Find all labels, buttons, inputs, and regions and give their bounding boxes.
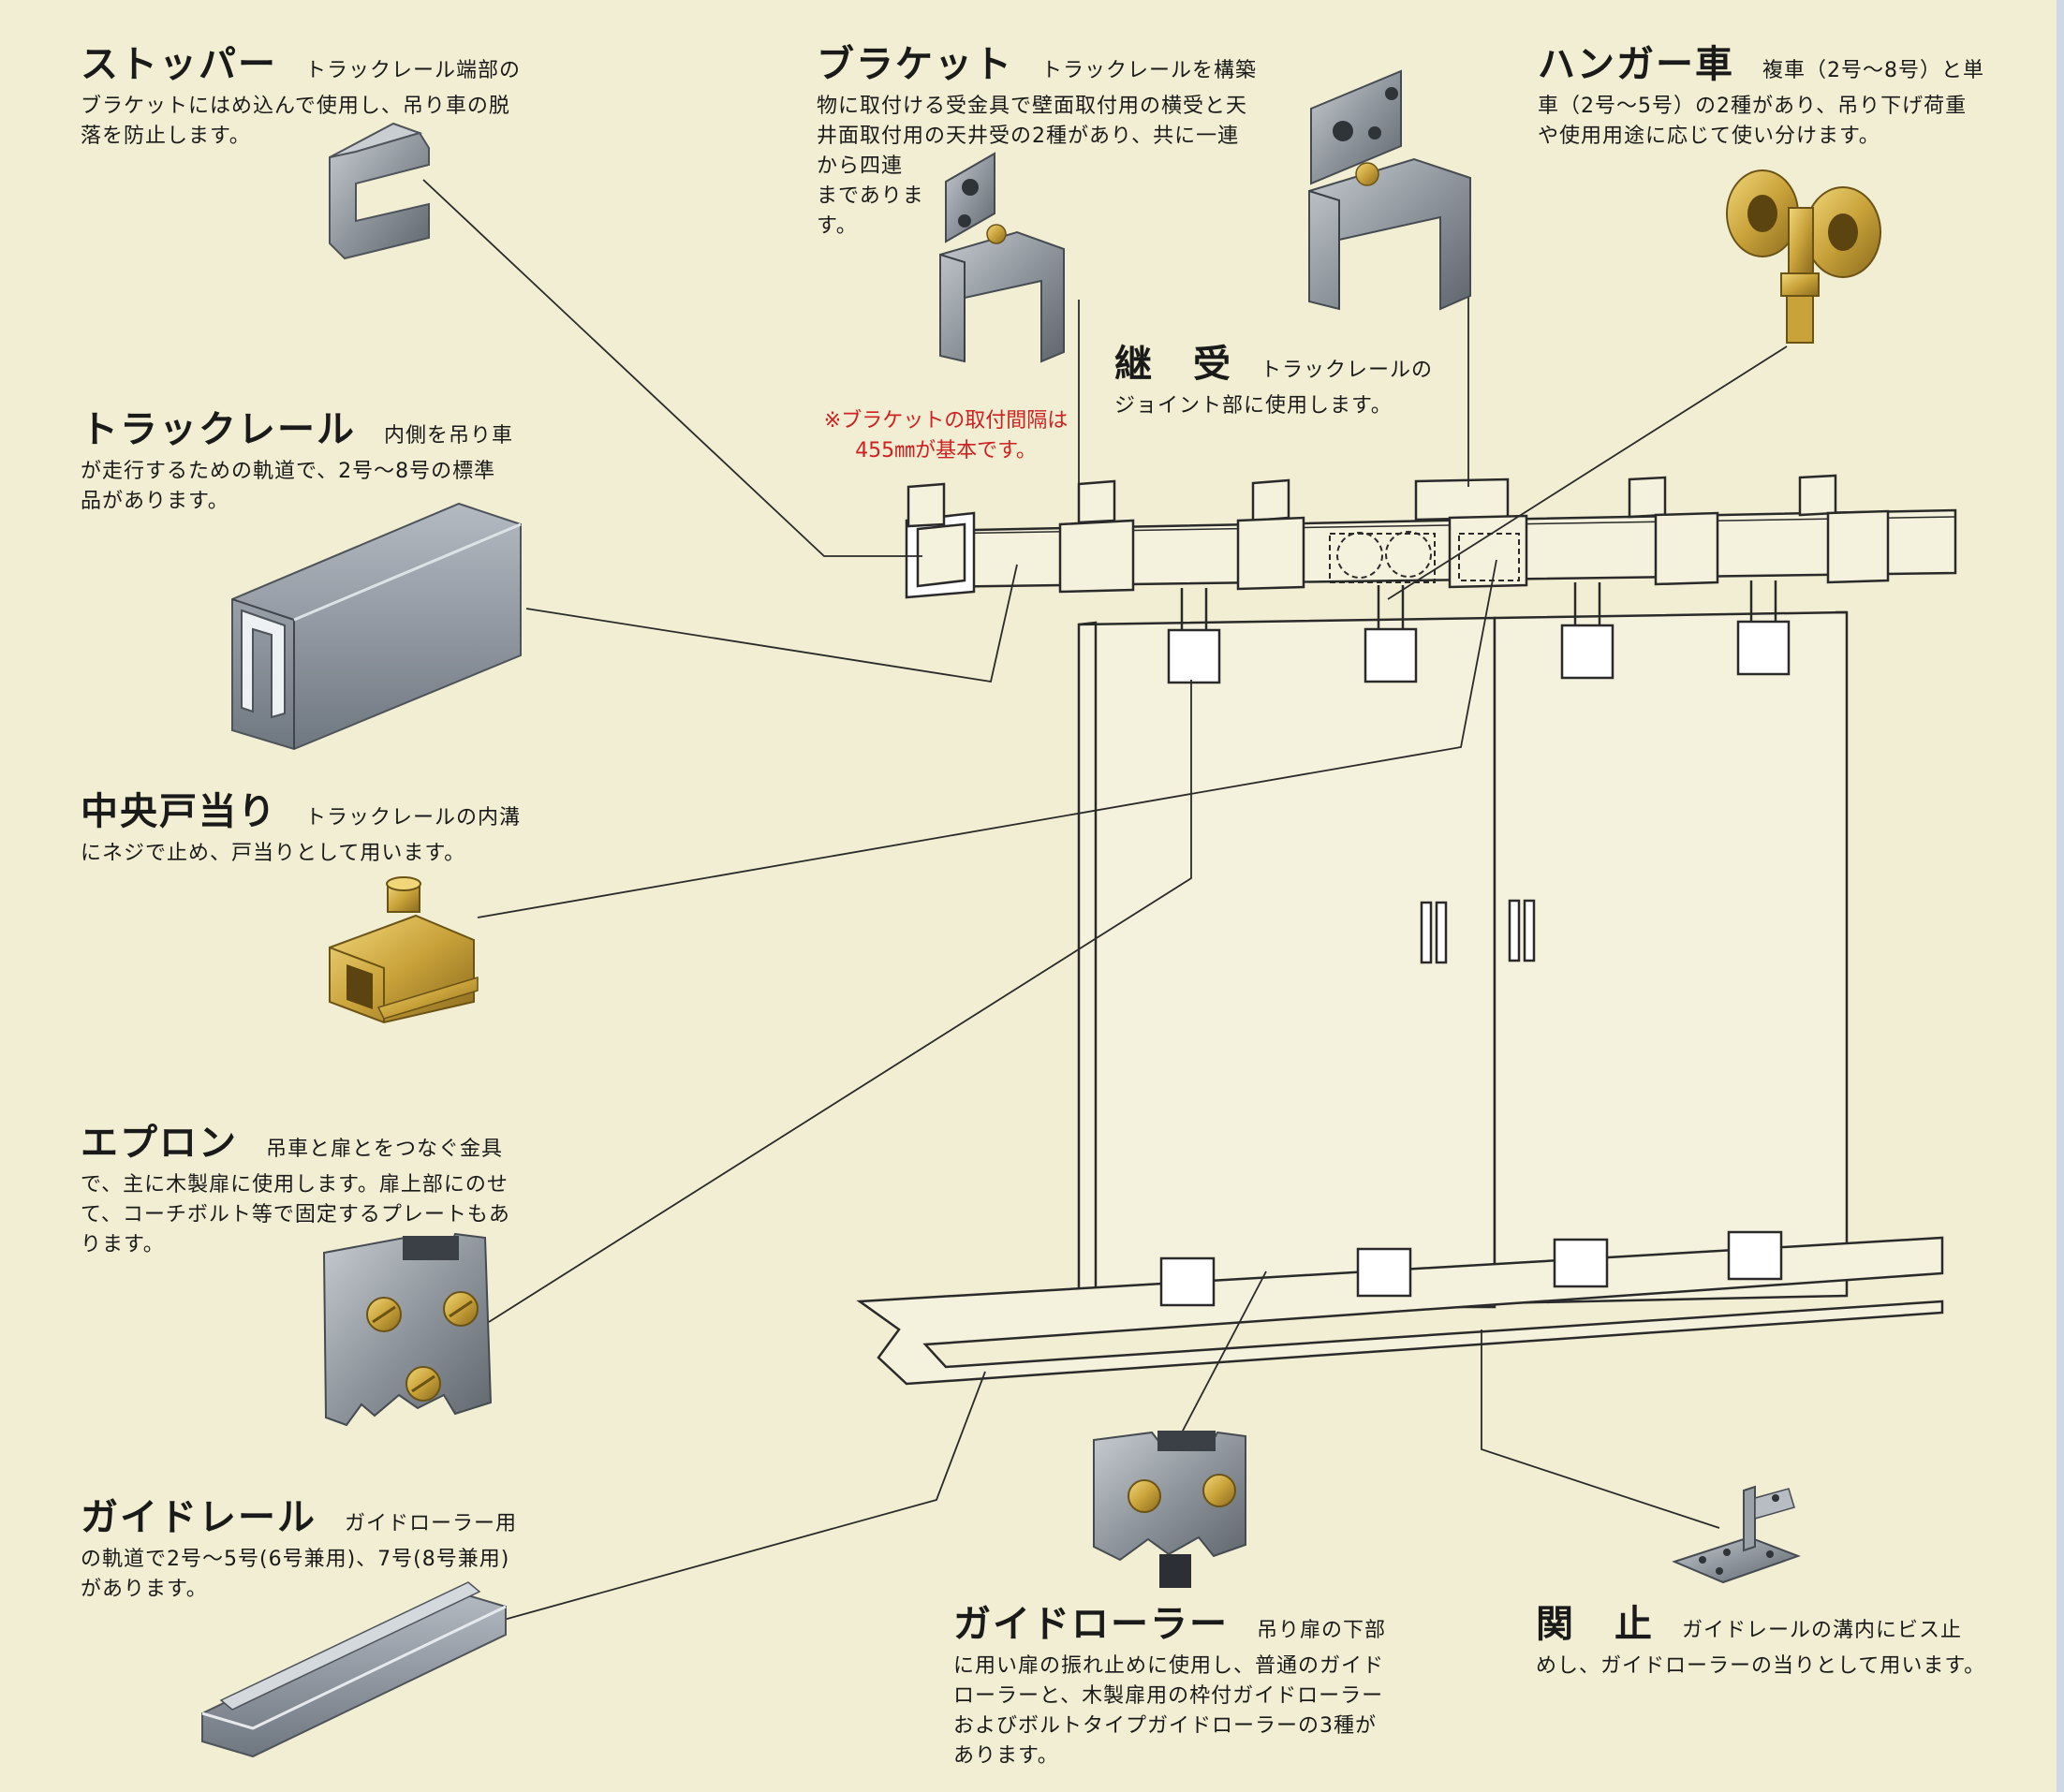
joint-title: 継 受 <box>1114 343 1232 386</box>
center-stop-title: 中央戸当り <box>81 790 277 833</box>
guide-roller-desc-3: ローラーと、木製扉用の枠付ガイドローラー <box>953 1683 1384 1708</box>
center-stop-desc-2: にネジで止め、戸当りとして用います。 <box>81 842 466 865</box>
guide-roller-desc-2: に用い扉の振れ止めに使用し、普通のガイド <box>953 1654 1385 1678</box>
hanger-title: ハンガー車 <box>1538 43 1734 86</box>
center-stop-desc-1: トラックレールの内溝 <box>305 806 522 830</box>
leader-guide-rail <box>503 1371 986 1621</box>
guide-roller-desc-5: あります。 <box>953 1743 1059 1768</box>
guide-rail-label: ガイドレールガイドローラー用 の軌道で2号～5号(6号兼用)、7号(8号兼用) … <box>81 1491 530 1605</box>
bracket-desc-2: 物に取付ける受金具で壁面取付用の横受と天 <box>817 95 1248 118</box>
track-rail-label: トラックレール 内側を吊り車 が走行するための軌道で、2号～8号の標準 品がありま… <box>81 403 530 517</box>
hanger-desc-2: 車（2号～5号）の2種があり、吊り下げ荷重 <box>1538 95 1968 118</box>
assembly-right-door <box>1493 610 1849 1305</box>
track-rail-part-image <box>231 502 522 751</box>
center-stop-part-image <box>329 876 479 1024</box>
assembly-drawing <box>856 474 1957 1386</box>
stopper-label: ストッパー トラックレール端部の ブラケットにはめ込んで使用し、吊り車の脱 落を防… <box>81 37 530 152</box>
leader-apron <box>488 680 1192 1323</box>
seki-title: 関 止 <box>1536 1603 1654 1646</box>
joint-desc-2: ジョイント部に使用します。 <box>1114 394 1393 418</box>
guide-rail-desc-2: の軌道で2号～5号(6号兼用)、7号(8号兼用) <box>81 1548 510 1571</box>
guide-roller-desc-1: 吊り扉の下部 <box>1257 1619 1387 1642</box>
leader-track-rail <box>525 564 1018 683</box>
stopper-desc-1: トラックレール端部の <box>305 59 522 82</box>
leader-stopper <box>422 179 922 557</box>
guide-roller-desc-4: およびボルトタイプガイドローラーの3種が <box>953 1713 1377 1738</box>
track-rail-desc-1: 内側を吊り車 <box>384 424 514 448</box>
stopper-title: ストッパー <box>81 43 277 86</box>
bracket-large-part-image <box>1308 69 1471 311</box>
leader-center-stop <box>477 559 1497 918</box>
hanger-label: ハンガー車 複車（2号～8号）と単 車（2号～5号）の2種があり、吊り下げ荷重 や… <box>1538 37 1987 152</box>
hanger-wheel-part-image <box>1726 169 1881 344</box>
leader-seki <box>1481 1329 1720 1529</box>
joint-label: 継 受 トラックレールの ジョイント部に使用します。 <box>1114 337 1508 421</box>
apron-title: エプロン <box>81 1122 238 1165</box>
bracket-desc-6: す。 <box>817 213 858 238</box>
assembly-hanger-hidden <box>1329 531 1520 583</box>
right-edge-strip <box>2057 0 2064 1792</box>
assembly-door-handles <box>1420 899 1536 964</box>
assembly-guide-rail <box>856 1236 1944 1386</box>
note-line-2: 455㎜が基本です。 <box>855 438 1037 463</box>
hanger-desc-1: 複車（2号～8号）と単 <box>1762 59 1984 82</box>
assembly-brackets <box>907 474 1890 594</box>
seki-desc-1: ガイドレールの溝内にビス止 <box>1682 1619 1963 1642</box>
leader-hanger <box>1387 345 1788 600</box>
center-stop-label: 中央戸当り トラックレールの内溝 にネジで止め、戸当りとして用います。 <box>81 785 530 869</box>
apron-desc-3: て、コーチボルト等で固定するプレートもあ <box>81 1202 510 1226</box>
leader-lines <box>422 179 1788 1621</box>
stopper-desc-3: 落を防止します。 <box>81 124 251 148</box>
guide-rail-part-image <box>201 1581 507 1758</box>
guide-roller-label: ガイドローラー 吊り扉の下部 に用い扉の振れ止めに使用し、普通のガイド ローラーと… <box>953 1597 1403 1771</box>
assembly-guide-rollers <box>1159 1230 1783 1307</box>
apron-part-image <box>322 1232 493 1427</box>
bracket-desc-1: トラックレールを構築 <box>1041 59 1258 82</box>
assembly-left-door <box>1077 616 1496 1309</box>
guide-roller-part-image <box>1093 1431 1246 1588</box>
bracket-desc-4: から四連 <box>817 154 904 178</box>
bracket-title: ブラケット <box>817 43 1013 86</box>
track-rail-desc-3: 品があります。 <box>81 489 229 513</box>
stopper-part-image <box>329 122 430 260</box>
guide-rail-desc-3: があります。 <box>81 1577 208 1601</box>
bracket-small-part-image <box>939 152 1065 363</box>
apron-desc-1: 吊車と扉とをつなぐ金具 <box>266 1138 504 1161</box>
guide-rail-desc-1: ガイドローラー用 <box>345 1512 518 1535</box>
seki-label: 関 止 ガイドレールの溝内にビス止 めし、ガイドローラーの当りとして用います。 <box>1536 1597 2023 1682</box>
track-rail-desc-2: が走行するための軌道で、2号～8号の標準 <box>81 460 496 483</box>
bracket-label: ブラケット トラックレールを構築 物に取付ける受金具で壁面取付用の横受と天 井面取… <box>817 37 1266 241</box>
assembly-aprons-top <box>1167 580 1791 684</box>
leader-guide-roller <box>1181 1271 1267 1433</box>
guide-roller-title: ガイドローラー <box>953 1603 1229 1646</box>
joint-desc-1: トラックレールの <box>1261 359 1434 382</box>
bracket-spacing-note: ※ブラケットの取付間隔は 455㎜が基本です。 <box>815 406 1077 466</box>
stopper-desc-2: ブラケットにはめ込んで使用し、吊り車の脱 <box>81 95 510 118</box>
apron-desc-2: で、主に木製扉に使用します。扉上部にのせ <box>81 1173 509 1197</box>
apron-label: エプロン 吊車と扉とをつなぐ金具 で、主に木製扉に使用します。扉上部にのせ て、コ… <box>81 1116 530 1260</box>
seki-part-image <box>1672 1485 1801 1584</box>
hanger-desc-3: や使用用途に応じて使い分けます。 <box>1538 124 1880 148</box>
apron-desc-4: ります。 <box>81 1232 165 1256</box>
seki-desc-2: めし、ガイドローラーの当りとして用います。 <box>1536 1654 1986 1678</box>
bracket-desc-5: までありま <box>817 184 924 208</box>
bracket-desc-3: 井面取付用の天井受の2種があり、共に一連 <box>817 124 1240 148</box>
guide-rail-title: ガイドレール <box>81 1496 317 1539</box>
note-line-1: ※ブラケットの取付間隔は <box>823 409 1069 433</box>
track-rail-title: トラックレール <box>81 408 356 451</box>
